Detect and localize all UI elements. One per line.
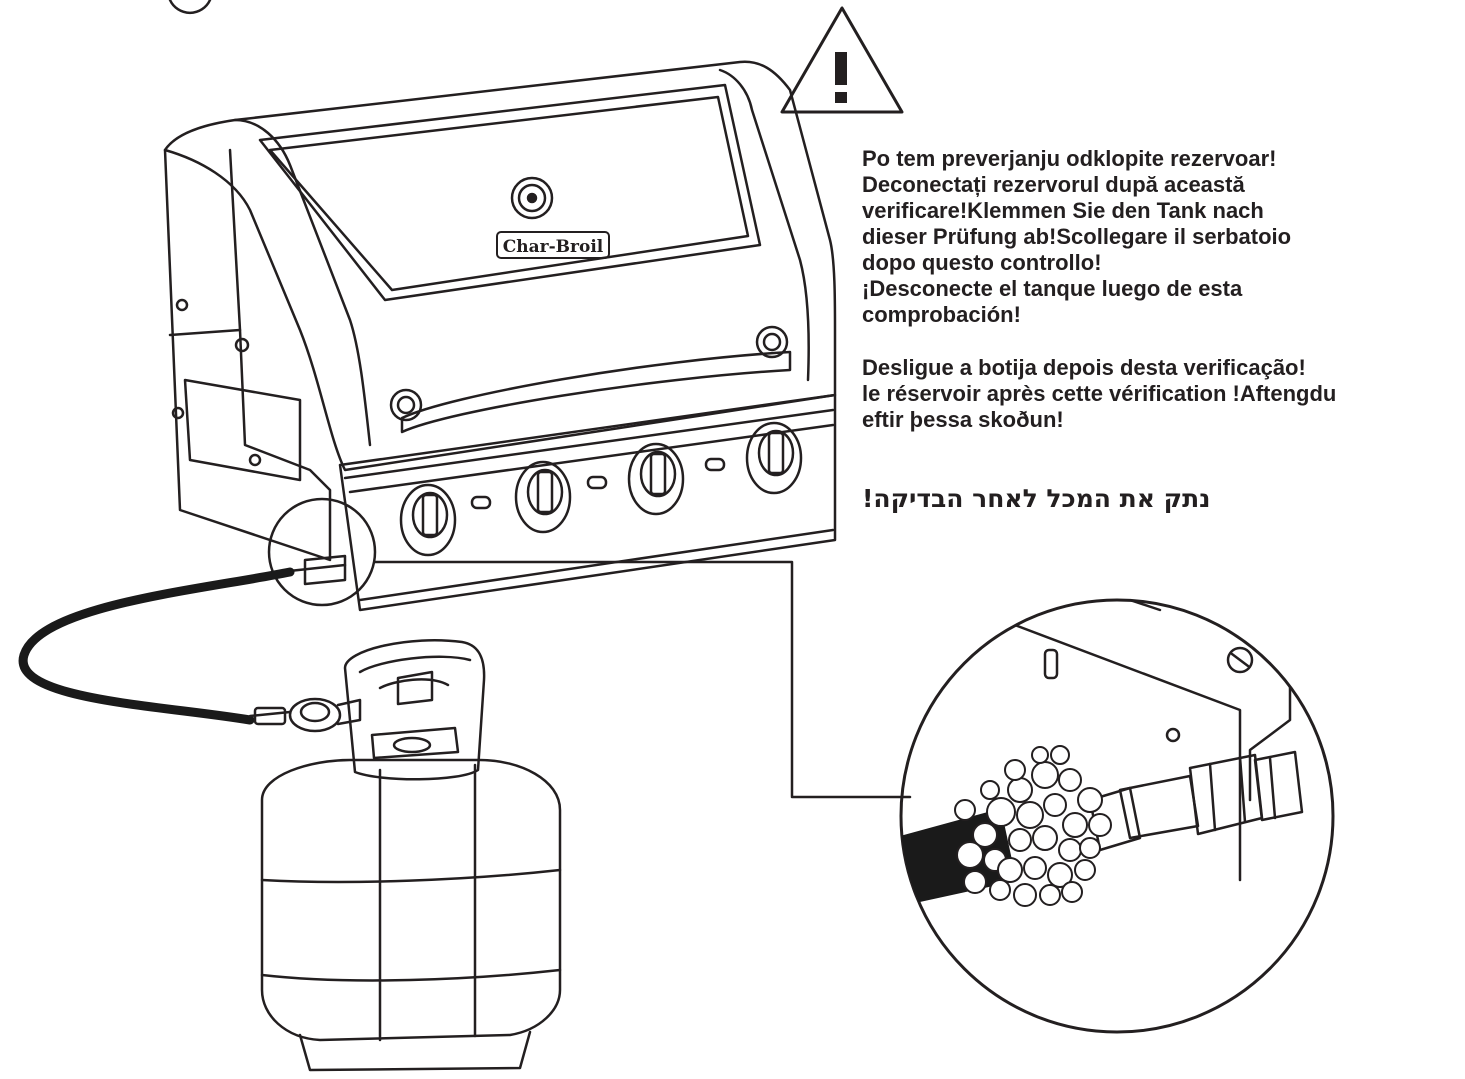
warning-line: dopo questo controllo! (862, 250, 1102, 275)
brand-logo-text: Char-Broil (503, 237, 604, 257)
burner-knob (627, 442, 685, 516)
burner-knob (745, 421, 803, 495)
warning-text-block-1: Po tem preverjanju odklopite rezervoar! … (862, 146, 1291, 328)
warning-line: Deconectați rezervorul după această (862, 172, 1245, 197)
burner-knob (514, 460, 572, 534)
soap-bubbles (954, 745, 1112, 907)
warning-text-block-2: Desligue a botija depois desta verificaç… (862, 355, 1336, 433)
warning-text-hebrew: נתק את המכל לאחר הבדיקה! (862, 484, 1302, 514)
warning-line: le réservoir après cette vérification !A… (862, 381, 1337, 406)
warning-line: verificare!Klemmen Sie den Tank nach (862, 198, 1264, 223)
warning-line: comprobación! (862, 302, 1021, 327)
detail-callout-small (267, 497, 377, 607)
warning-line: נתק את המכל לאחר הבדיקה! (862, 484, 1211, 513)
thermometer-icon (510, 176, 554, 220)
burner-knob (399, 483, 457, 557)
propane-tank (260, 638, 562, 1072)
regulator (288, 697, 362, 733)
warning-line: Desligue a botija depois desta verificaç… (862, 355, 1306, 380)
detail-callout-large (899, 598, 1335, 1034)
lid-handle (389, 325, 792, 434)
callout-leader-line (373, 560, 912, 799)
gas-hose (18, 567, 295, 725)
partial-circle-mark (168, 0, 212, 15)
warning-line: eftir þessa skoðun! (862, 407, 1064, 432)
control-panel (338, 393, 837, 612)
brand-logo: Char-Broil (496, 231, 610, 259)
warning-line: dieser Prüfung ab!Scollegare il serbatoi… (862, 224, 1292, 249)
warning-line: ¡Desconecte el tanque luego de esta (862, 276, 1243, 301)
warning-triangle-icon (780, 6, 904, 114)
grill-body: Char-Broil (163, 60, 837, 612)
warning-line: Po tem preverjanju odklopite rezervoar! (862, 146, 1277, 171)
